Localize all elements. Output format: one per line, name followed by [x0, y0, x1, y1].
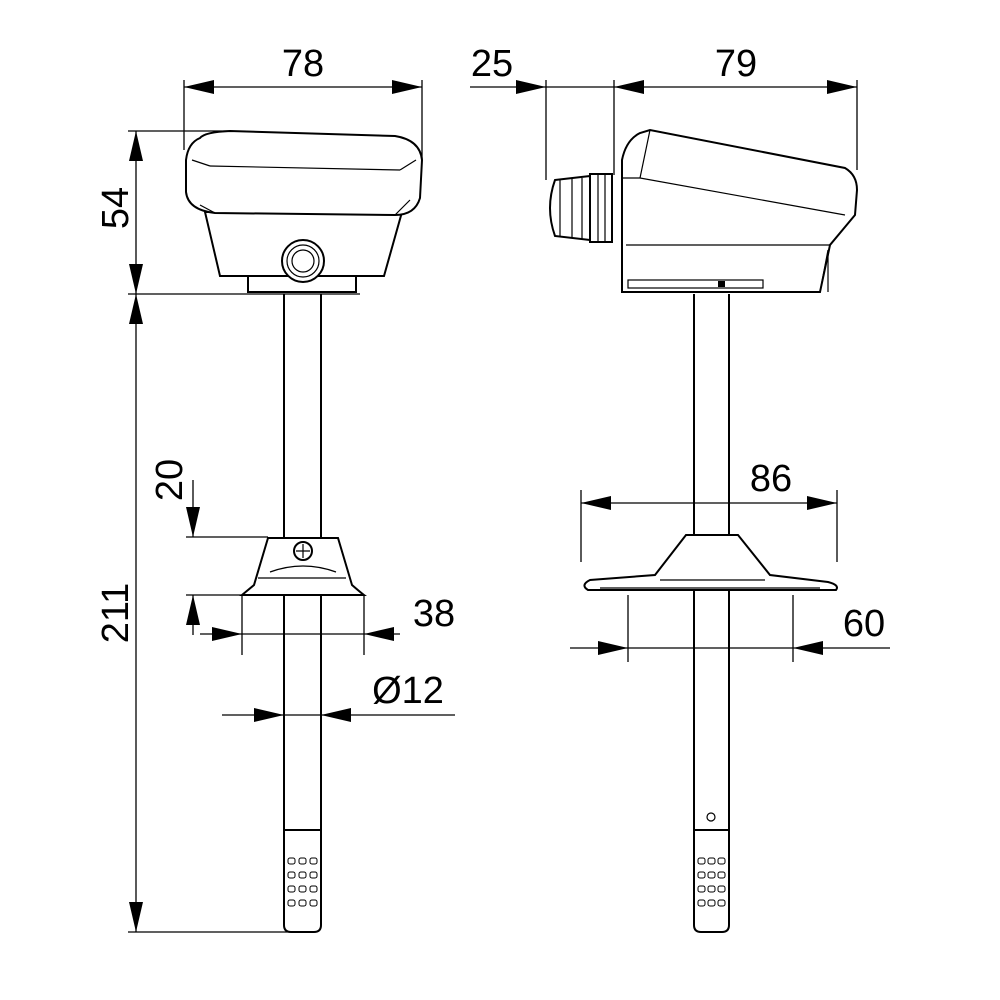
- dimension-211: 211: [95, 294, 290, 933]
- label-flange-height: 20: [149, 459, 191, 501]
- side-mounting-flange: [583, 534, 838, 591]
- front-flange-screw-slot: [296, 544, 310, 558]
- side-housing-edges: [622, 129, 846, 246]
- dimension-60: 60: [570, 595, 890, 662]
- dimension-38: 38: [200, 593, 455, 655]
- front-flange-details: [258, 565, 346, 579]
- side-housing-foot: [819, 249, 829, 293]
- side-cable-gland-body: [589, 173, 613, 243]
- label-flange-outer-diameter: 86: [750, 458, 792, 500]
- side-view: [549, 128, 859, 933]
- front-housing-lid: [185, 129, 424, 217]
- side-base-mark: [718, 281, 725, 287]
- front-sensor-slots: [287, 857, 318, 907]
- front-cable-gland-outer: [281, 239, 325, 283]
- dimension-79: 79: [614, 43, 858, 170]
- dimension-78: 78: [183, 43, 423, 160]
- label-flange-width: 38: [413, 593, 455, 635]
- dimension-diameter-12: Ø12: [222, 670, 455, 722]
- side-sensor-tip: [693, 829, 730, 933]
- front-cable-gland-inner: [291, 249, 315, 273]
- side-flange-details: [600, 579, 820, 589]
- label-front-housing-height: 54: [95, 187, 137, 229]
- side-cable-gland-nut: [549, 174, 591, 242]
- side-sensor-slots: [697, 857, 726, 907]
- front-lid-groove: [209, 165, 401, 171]
- side-base-slot: [627, 279, 764, 289]
- label-gland-length: 25: [471, 43, 513, 85]
- front-view: [185, 129, 424, 933]
- side-gland-ribs: [559, 178, 583, 239]
- side-gland-body-lines: [597, 174, 606, 242]
- front-cable-gland-ring: [286, 244, 320, 278]
- dimension-25: 25: [470, 43, 644, 180]
- side-probe-hole: [706, 812, 716, 822]
- dimension-54: 54: [95, 130, 360, 295]
- label-flange-inner-diameter: 60: [843, 603, 885, 645]
- dimension-20: 20: [149, 459, 268, 635]
- dimension-86: 86: [580, 458, 838, 562]
- label-side-depth: 79: [715, 43, 757, 85]
- front-sensor-tip: [283, 829, 322, 933]
- label-probe-diameter: Ø12: [372, 670, 444, 712]
- label-total-probe-length: 211: [95, 583, 137, 644]
- front-lid-facets: [191, 159, 417, 216]
- side-housing: [621, 128, 859, 293]
- label-front-width: 78: [282, 43, 324, 85]
